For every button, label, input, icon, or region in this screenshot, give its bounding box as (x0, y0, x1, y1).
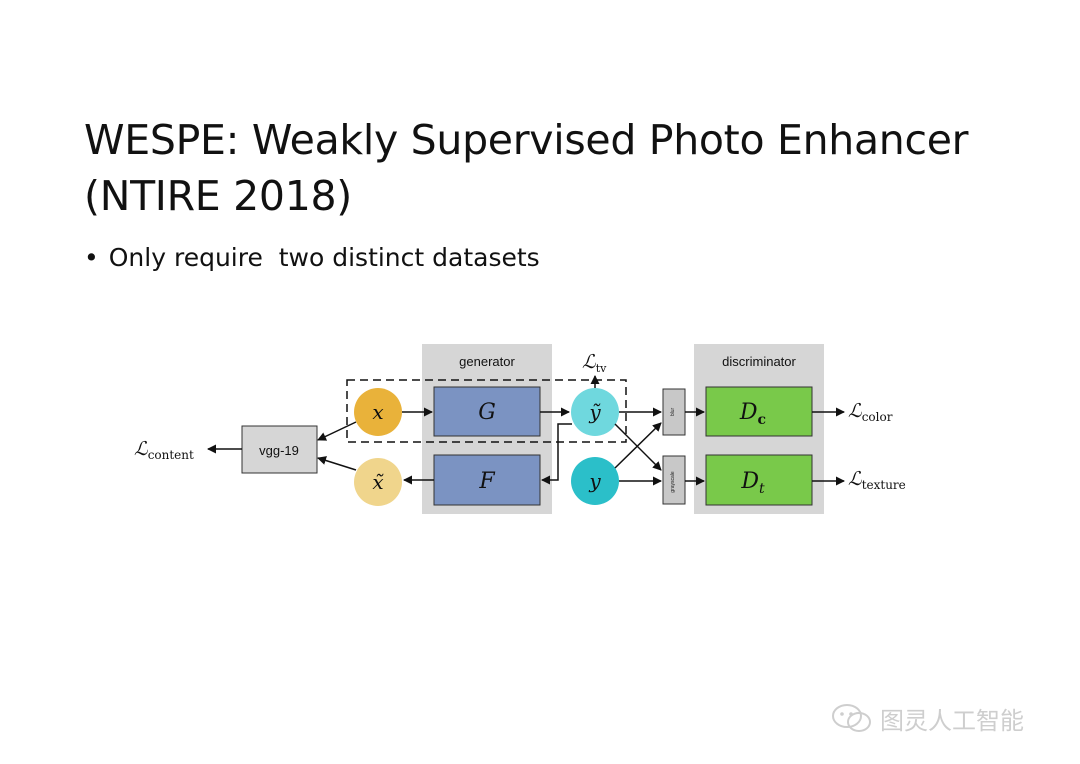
watermark-text: 图灵人工智能 (880, 706, 1024, 735)
node-y-tilde (571, 388, 619, 436)
node-x-label: x (372, 400, 383, 424)
loss-tv-sub: tv (596, 362, 607, 375)
bullet-item: • Only require two distinct datasets (84, 243, 540, 272)
grayscale-label: grayscale (670, 471, 676, 493)
watermark: 图灵人工智能 (830, 700, 1050, 736)
discriminator-label: discriminator (722, 354, 796, 369)
generator-G-label: G (478, 400, 496, 425)
loss-color-sub: color (862, 410, 893, 424)
node-y-label: y (588, 469, 601, 493)
dt-main: D (740, 469, 759, 494)
loss-texture: ℒtexture (848, 468, 906, 492)
title-line-1: WESPE: Weakly Supervised Photo Enhancer (84, 116, 969, 164)
loss-tv: ℒtv (582, 351, 607, 375)
node-y (571, 457, 619, 505)
loss-content-main: ℒ (134, 438, 149, 460)
arrow-ytilde-to-grayscale (614, 423, 662, 471)
dc-sub: c (758, 412, 767, 428)
generator-label: generator (459, 354, 515, 369)
node-x-tilde (354, 458, 402, 506)
loss-content-sub: content (148, 448, 194, 462)
bullet-text: Only require two distinct datasets (108, 243, 540, 272)
discriminator-Dc-label: Dc (739, 400, 766, 428)
loss-content: ℒcontent (134, 438, 194, 462)
blur-label: blur (670, 407, 676, 416)
arrow-x-to-vgg (317, 421, 357, 441)
vgg19-label: vgg-19 (259, 443, 299, 458)
loss-color: ℒcolor (848, 400, 893, 424)
loss-tv-main: ℒ (582, 351, 597, 373)
node-x-tilde-label: x̃ (372, 470, 384, 494)
arrow-ytilde-to-F (541, 423, 572, 485)
dc-main: D (739, 400, 758, 425)
title-line-2: (NTIRE 2018) (84, 172, 352, 220)
bullet-marker: • (84, 243, 99, 272)
node-y-tilde-label: ỹ (588, 400, 601, 424)
dashed-cycle-box (346, 379, 627, 443)
loss-color-main: ℒ (848, 400, 863, 422)
loss-texture-main: ℒ (848, 468, 863, 490)
grayscale-box (662, 455, 686, 505)
arrow-y-to-blur (614, 422, 662, 469)
generator-F-label: F (478, 469, 495, 494)
discriminator-Dt-label: Dt (740, 469, 765, 497)
discriminator-Dt-block (705, 454, 813, 506)
vgg19-box (241, 425, 318, 474)
discriminator-Dc-block (705, 386, 813, 437)
slide-title: WESPE: Weakly Supervised Photo Enhancer … (84, 112, 968, 224)
node-x (354, 388, 402, 436)
arrow-xtilde-to-vgg (317, 456, 357, 471)
wechat-icon (832, 704, 871, 732)
dt-sub: t (759, 481, 765, 497)
loss-texture-sub: texture (862, 478, 906, 492)
generator-G-block (433, 386, 541, 437)
